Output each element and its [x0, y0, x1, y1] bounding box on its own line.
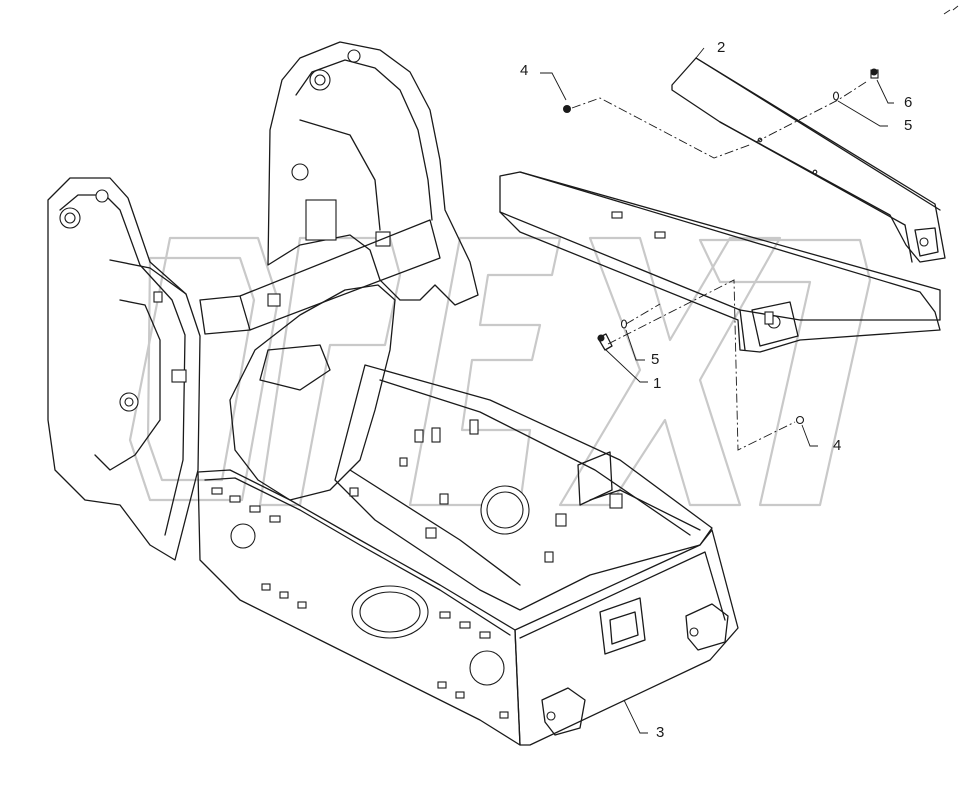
bolt-item-6 — [870, 68, 879, 79]
callout-3: 3 — [656, 724, 664, 741]
bolt-item-1 — [597, 333, 613, 351]
leader-lines — [540, 47, 894, 734]
watermark-logo — [128, 236, 872, 507]
callout-1: 1 — [653, 375, 661, 392]
side-panel-slots — [211, 487, 509, 719]
top-bracket — [671, 57, 946, 263]
corner-mark — [943, 5, 959, 15]
callout-6: 6 — [904, 94, 912, 111]
callout-labels: 2 4 6 5 5 1 4 3 — [520, 39, 912, 741]
center-lines — [571, 81, 867, 451]
callout-2: 2 — [717, 39, 725, 56]
washer-item-5-upper — [832, 91, 840, 101]
main-frame — [47, 41, 739, 746]
washer-item-5-lower — [620, 319, 628, 329]
callout-5-lower: 5 — [651, 351, 659, 368]
nut-item-4-lower — [795, 415, 805, 425]
nut-item-4-upper — [563, 105, 571, 113]
callout-5-upper: 5 — [904, 117, 912, 134]
callout-4-upper: 4 — [520, 62, 528, 79]
crossmember — [499, 171, 941, 353]
callout-4-lower: 4 — [833, 437, 841, 454]
